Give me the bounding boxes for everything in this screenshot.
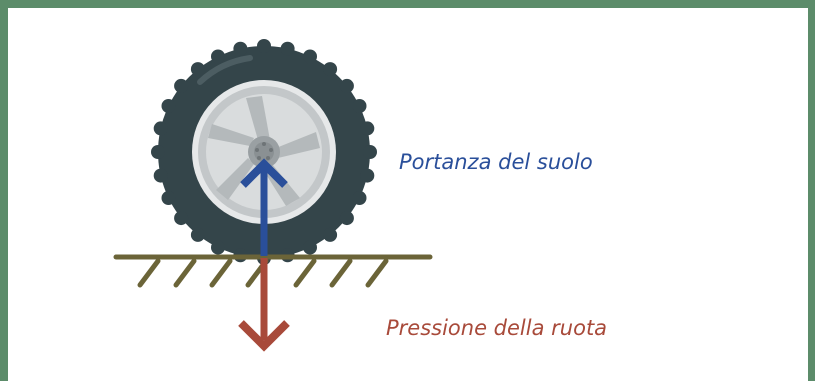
tire-tread	[174, 78, 189, 93]
tire-tread	[303, 49, 317, 64]
tire-tread	[161, 99, 176, 113]
tire-tread	[303, 240, 317, 255]
tire-tread	[360, 168, 375, 183]
tire-tread	[323, 62, 338, 77]
tire-tread	[363, 145, 377, 159]
tire-tread	[211, 49, 225, 64]
tire-tread	[174, 211, 189, 226]
tire-tread	[323, 227, 338, 242]
tire-tread	[211, 240, 225, 255]
tire-tread	[151, 145, 165, 159]
tire-tread	[153, 168, 168, 183]
tire-tread	[352, 99, 367, 113]
tire-tread	[161, 191, 176, 205]
tire-icon	[151, 39, 377, 265]
tire-tread	[339, 211, 354, 226]
upward-force-label: Portanza del suolo	[399, 150, 593, 174]
tire-tread	[339, 78, 354, 93]
downward-force-label: Pressione della ruota	[386, 316, 608, 340]
tire-tread	[257, 39, 271, 53]
tire-tread	[360, 121, 375, 136]
ground-hatch-icon	[113, 254, 433, 288]
tire-tread	[190, 62, 205, 77]
tire-tread	[233, 41, 248, 56]
tire-tread	[190, 227, 205, 242]
tire-tread	[153, 121, 168, 136]
arrow-up-icon	[240, 158, 288, 256]
arrow-down-icon	[238, 258, 290, 352]
tire-tread	[352, 191, 367, 205]
tire-tread	[280, 41, 295, 56]
